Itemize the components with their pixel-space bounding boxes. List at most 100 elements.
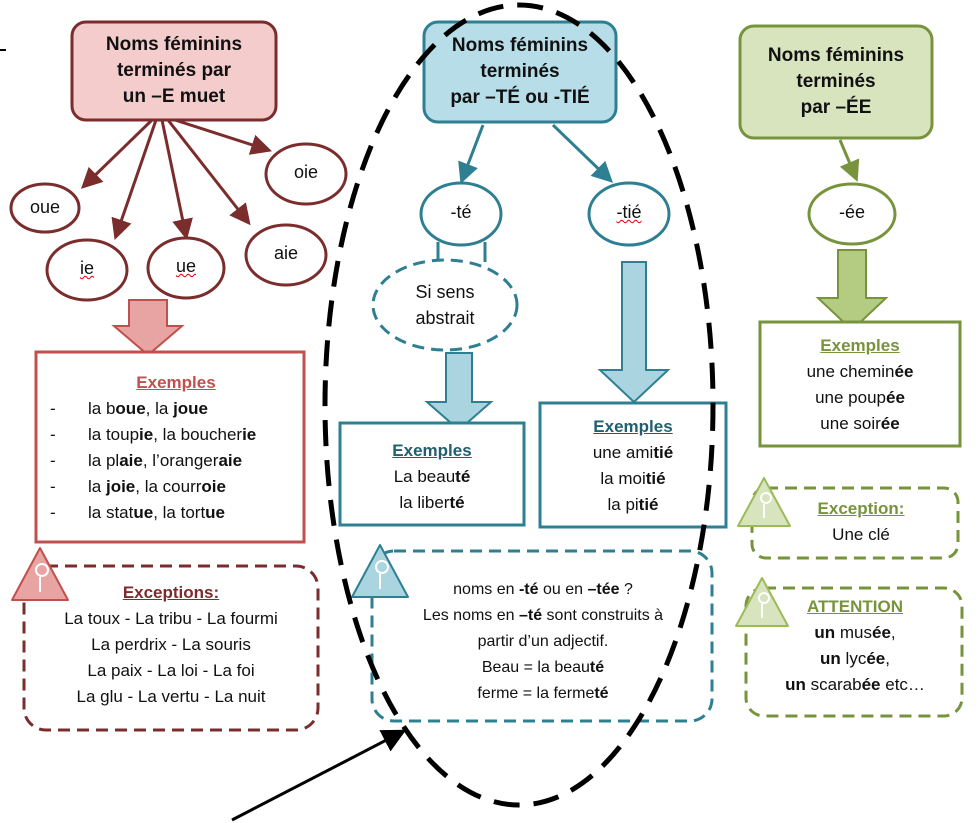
pointer-arrow: [231, 729, 407, 822]
label-ue-text: ue: [175, 256, 197, 276]
tie-example-2: la moitié: [600, 469, 666, 488]
oval-ie: [45, 238, 129, 302]
right-examples: Exemples une cheminée une poupée une soi…: [762, 333, 958, 437]
right-examples-box: [758, 320, 962, 448]
right-title-line-3: par –ÉE: [800, 97, 872, 118]
te-examples-box: [338, 421, 526, 527]
right-example-1: une cheminée: [806, 362, 914, 381]
label-oie: oie: [293, 162, 319, 182]
middle-title-line-3: par –TÉ ou -TIÉ: [450, 87, 590, 108]
tie-examples: Exemples une amitié la moitié la pitié: [542, 414, 724, 518]
left-examples-heading: Exemples: [136, 373, 216, 392]
middle-block-arrow-te: [424, 352, 494, 432]
note-line-4: Beau = la beauté: [481, 659, 605, 676]
te-examples-heading: Exemples: [392, 441, 472, 460]
left-exception-line-1: La toux - La tribu - La fourmi: [64, 609, 278, 628]
right-title-box: [738, 24, 934, 140]
left-warning-icon: [11, 547, 69, 601]
left-examples: Exemples la boue, la joue la toupie, la …: [38, 370, 302, 526]
label-ee: -ée: [838, 202, 865, 222]
te-example-2: la liberté: [399, 493, 465, 512]
left-title: Noms féminins terminés par un –E muet: [74, 24, 274, 118]
attention-line-1: un musée,: [814, 623, 896, 642]
oval-ee: [807, 182, 897, 246]
left-exceptions-box: [22, 564, 320, 732]
right-exception-text: Une clé: [832, 525, 890, 544]
left-exception-line-4: La glu - La vertu - La nuit: [76, 687, 266, 706]
tie-examples-box: [538, 401, 728, 529]
right-attention: ATTENTION un musée, un lycée, un scarabé…: [752, 594, 958, 698]
label-oue: oue: [29, 197, 61, 217]
condition-label: Si sens abstrait: [373, 279, 517, 331]
left-title-line-2: terminés par: [116, 60, 232, 81]
middle-title: Noms féminins terminés par –TÉ ou -TIÉ: [426, 24, 614, 120]
middle-note-box: [370, 549, 714, 723]
left-example-4: la joie, la courroie: [50, 474, 302, 500]
left-arrow-aie: [166, 119, 251, 226]
label-ie-text: ie: [79, 258, 94, 278]
tie-example-1: une amitié: [592, 443, 674, 462]
right-exception-heading: Exception:: [817, 499, 905, 518]
label-aie: aie: [273, 243, 299, 263]
right-exception-warning-icon: [737, 477, 791, 527]
tie-examples-heading: Exemples: [593, 417, 673, 436]
right-title: Noms féminins terminés par –ÉE: [742, 30, 930, 134]
label-ue: ue: [148, 256, 224, 277]
right-title-line-2: terminés: [796, 71, 876, 92]
oval-aie: [244, 223, 328, 287]
middle-title-box: [422, 20, 618, 124]
left-exception-line-3: La paix - La loi - La foi: [87, 661, 255, 680]
right-title-line-1: Noms féminins: [767, 45, 905, 66]
attention-line-2: un lycée,: [820, 649, 890, 668]
right-example-3: une soirée: [820, 414, 900, 433]
te-examples: Exemples La beauté la liberté: [342, 438, 522, 516]
note-line-1: noms en -té ou en –tée ?: [453, 581, 633, 598]
left-block-arrow: [111, 299, 185, 357]
middle-warning-icon: [351, 544, 409, 598]
right-block-arrow: [815, 249, 889, 332]
note-line-3: partir d’un adjectif.: [477, 633, 609, 650]
highlight-dashed-ellipse: [322, 2, 716, 808]
left-arrow-oie: [174, 118, 272, 155]
oval-ue: [146, 236, 226, 300]
label-ie: ie: [47, 258, 127, 279]
attention-line-3: un scarabée etc…: [785, 675, 925, 694]
oval-tie: [587, 181, 671, 247]
right-examples-heading: Exemples: [820, 336, 900, 355]
left-example-2: la toupie, la boucherie: [50, 422, 302, 448]
oval-te: [419, 181, 503, 247]
left-example-5: la statue, la tortue: [50, 500, 302, 526]
left-title-box: [70, 20, 278, 122]
left-exceptions-heading: Exceptions:: [122, 583, 220, 602]
label-tie-text: -tié: [616, 202, 642, 222]
left-example-1: la boue, la joue: [50, 396, 302, 422]
tie-example-3: la pitié: [607, 495, 659, 514]
middle-title-line-1: Noms féminins: [451, 35, 589, 56]
right-example-2: une poupée: [815, 388, 905, 407]
middle-title-line-2: terminés: [480, 61, 560, 82]
left-example-3: la plaie, l’orangeraie: [50, 448, 302, 474]
oval-oue: [9, 182, 81, 234]
right-attention-box: [744, 586, 964, 718]
condition-oval: [371, 258, 519, 352]
right-exception: Exception: Une clé: [768, 496, 954, 548]
left-title-line-3: un –E muet: [122, 86, 226, 107]
middle-arrow-tie: [551, 123, 614, 183]
condition-line-2: abstrait: [415, 308, 475, 328]
left-title-line-1: Noms féminins: [105, 34, 243, 55]
left-arrow-ie: [111, 119, 158, 240]
te-bracket-connector: [436, 242, 487, 262]
label-tie: -tié: [589, 202, 669, 223]
right-attention-heading: ATTENTION: [806, 597, 903, 616]
te-example-1: La beauté: [393, 467, 471, 486]
left-arrow-oue: [80, 118, 154, 189]
left-arrow-ue: [160, 119, 193, 241]
right-arrow-ee: [838, 139, 860, 182]
condition-line-1: Si sens: [415, 282, 475, 302]
right-attention-warning-icon: [735, 577, 789, 627]
note-line-5: ferme = la fermeté: [477, 685, 609, 702]
label-te: -té: [450, 202, 472, 222]
oval-oie: [264, 142, 348, 206]
left-exception-line-2: La perdrix - La souris: [91, 635, 251, 654]
